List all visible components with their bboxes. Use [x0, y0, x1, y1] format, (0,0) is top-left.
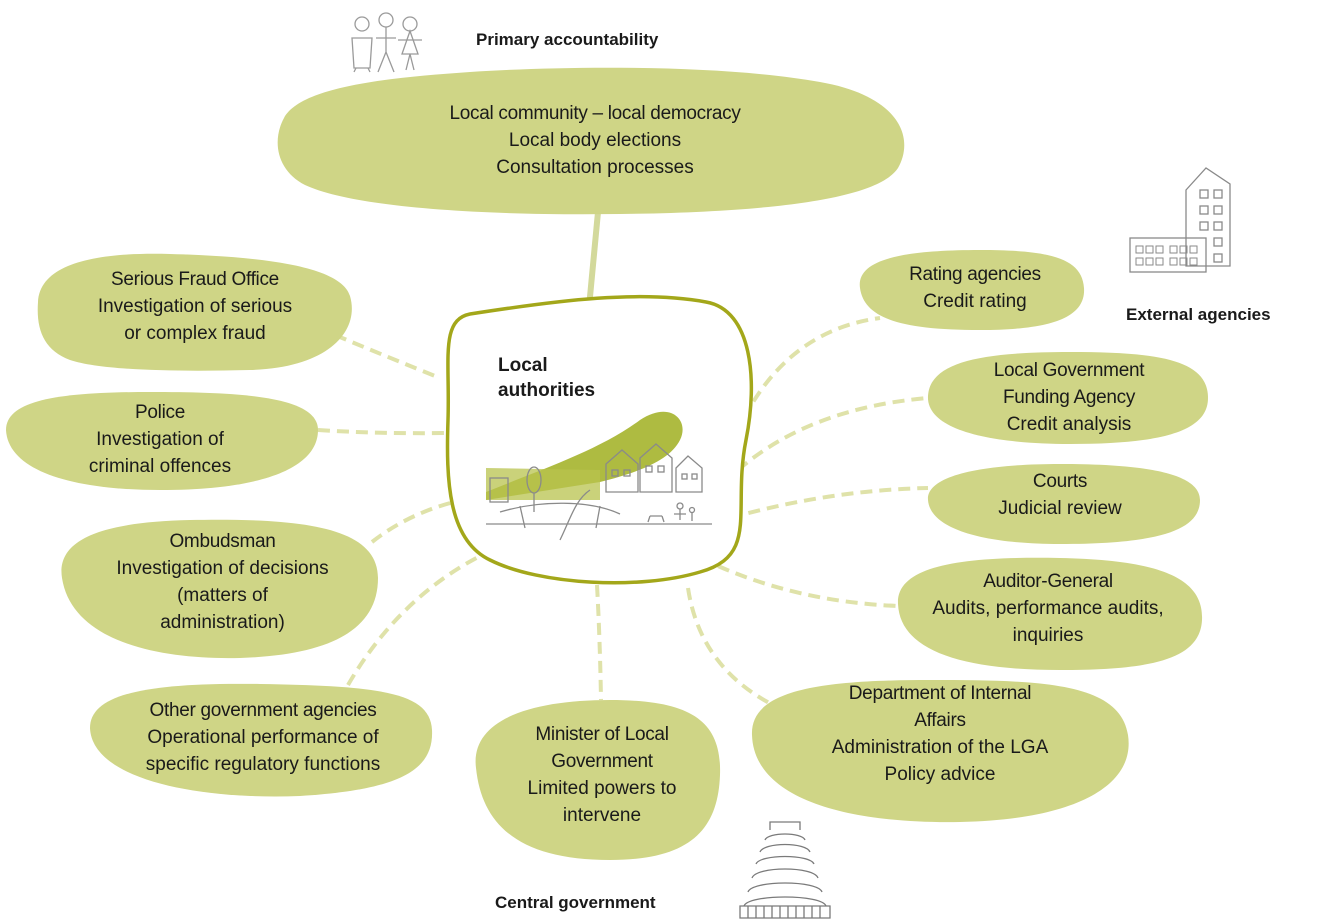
node-rating: Rating agencies Credit rating: [870, 261, 1080, 315]
node-title: Rating agencies: [909, 264, 1041, 285]
node-sfo: Serious Fraud Office Investigation of se…: [50, 266, 340, 347]
blob-dia: [751, 680, 1129, 823]
connector-lgfa: [736, 396, 929, 472]
blob-sfo: [37, 253, 352, 371]
connector-auditor: [717, 564, 899, 608]
center-line-2: authorities: [498, 380, 596, 401]
node-title: Courts: [1032, 471, 1088, 492]
node-line: inquiries: [1012, 625, 1084, 646]
connectors: [317, 211, 929, 708]
connector-courts: [729, 486, 929, 520]
node-line: Investigation of decisions: [116, 558, 329, 579]
node-line: intervene: [562, 805, 642, 826]
external-agencies-label: External agencies: [1126, 305, 1271, 324]
connector-sfo: [334, 333, 441, 380]
node-title: Department of Internal: [848, 683, 1032, 704]
node-title: Government: [551, 751, 653, 772]
blob-community: [277, 67, 905, 215]
node-title: Auditor-General: [983, 571, 1113, 592]
node-line: Consultation processes: [496, 157, 694, 178]
blob-courts: [927, 464, 1200, 544]
blob-minister: [475, 700, 721, 860]
center-authorities-shape: [445, 294, 754, 585]
node-line: specific regulatory functions: [145, 754, 381, 775]
node-title: Minister of Local: [535, 724, 669, 745]
connector-ombudsman: [370, 498, 463, 544]
node-title: Ombudsman: [169, 531, 276, 552]
blob-rating: [859, 250, 1085, 330]
node-line: Policy advice: [884, 764, 996, 785]
node-line: or complex fraud: [124, 323, 266, 344]
town-illustration-icon: [486, 411, 712, 541]
central-government-label: Central government: [495, 893, 656, 912]
node-other: Other government agencies Operational pe…: [106, 697, 420, 778]
node-police: Police Investigation of criminal offence…: [40, 399, 280, 480]
node-title: Local Government: [993, 360, 1145, 381]
node-courts: Courts Judicial review: [960, 468, 1160, 522]
node-line: Operational performance of: [147, 727, 379, 748]
connector-minister: [595, 584, 603, 701]
center-line-1: Local: [498, 355, 548, 376]
blob-police: [6, 392, 318, 490]
node-auditor: Auditor-General Audits, performance audi…: [898, 568, 1198, 649]
node-line: Local body elections: [508, 130, 682, 151]
blob-auditor: [897, 557, 1203, 670]
beehive-sketch-icon: [739, 821, 831, 919]
node-line: Investigation of: [96, 429, 224, 450]
blobs: [6, 67, 1208, 860]
blob-other: [90, 683, 433, 797]
node-title: Police: [135, 402, 185, 423]
node-community: Local community – local democracy Local …: [380, 100, 810, 181]
blob-lgfa: [927, 352, 1208, 444]
node-ombudsman: Ombudsman Investigation of decisions (ma…: [80, 528, 365, 636]
node-line: Administration of the LGA: [831, 737, 1049, 758]
buildings-sketch-icon: [1129, 167, 1231, 273]
node-line: (matters of: [177, 585, 268, 606]
node-line: administration): [160, 612, 285, 633]
people-sketch-icon: [351, 12, 422, 73]
connector-rating: [742, 316, 881, 419]
node-line: Investigation of serious: [97, 296, 293, 317]
node-line: Credit analysis: [1006, 414, 1132, 435]
connector-dia: [686, 587, 776, 708]
blob-ombudsman: [61, 519, 378, 659]
node-line: Judicial review: [998, 498, 1122, 519]
node-line: criminal offences: [88, 456, 232, 477]
node-minister: Minister of Local Government Limited pow…: [488, 721, 716, 829]
node-title: Other government agencies: [149, 700, 377, 721]
node-line: Limited powers to: [527, 778, 677, 799]
center-authorities-label: Local authorities: [498, 353, 595, 403]
connector-other: [346, 550, 489, 687]
node-dia: Department of Internal Affairs Administr…: [780, 680, 1100, 788]
primary-accountability-label: Primary accountability: [476, 30, 659, 49]
node-title: Affairs: [914, 710, 966, 731]
node-line: Audits, performance audits,: [932, 598, 1164, 619]
node-title: Local community – local democracy: [449, 103, 741, 124]
node-title: Funding Agency: [1002, 387, 1136, 408]
node-title: Serious Fraud Office: [111, 269, 279, 290]
node-lgfa: Local Government Funding Agency Credit a…: [952, 357, 1186, 438]
connector-police: [317, 428, 447, 436]
node-line: Credit rating: [923, 291, 1027, 312]
